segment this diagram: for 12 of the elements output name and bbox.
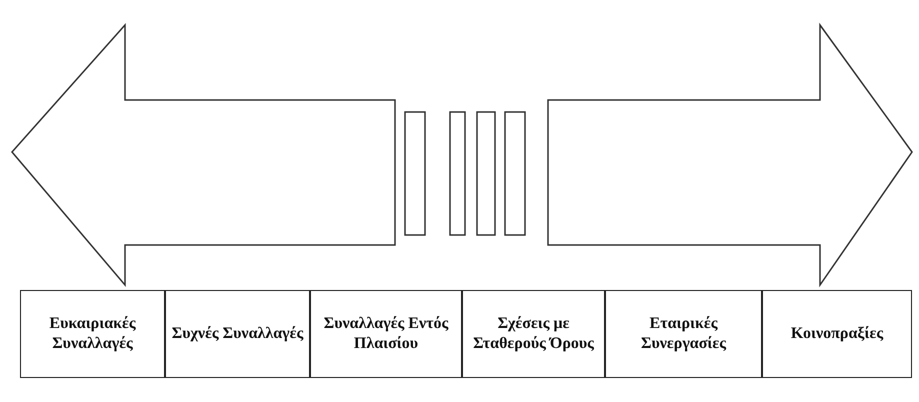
category-box: [605, 290, 762, 378]
category-box: [20, 290, 165, 378]
category-label: Ευκαιριακές Συναλλαγές: [48, 314, 137, 354]
category-box: [310, 290, 462, 378]
category-box: [762, 290, 912, 378]
category-box: [462, 290, 605, 378]
category-label: Συχνές Συναλλαγές: [170, 324, 304, 344]
category-box: [165, 290, 310, 378]
category-label: Κοινοπραξίες: [790, 324, 884, 344]
category-label: Συναλλαγές Εντός Πλαισίου: [322, 314, 450, 354]
category-label: Εταιρικές Συνεργασίες: [640, 314, 728, 354]
category-label: Σχέσεις με Σταθερούς Όρους: [472, 314, 595, 354]
